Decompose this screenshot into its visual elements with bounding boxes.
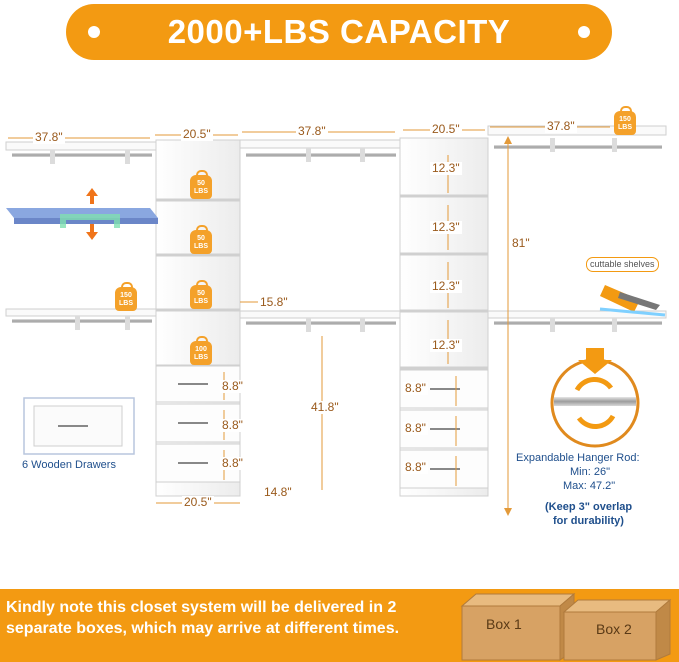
- dim-tower-depth-shelf: 15.8": [258, 295, 290, 309]
- dim-top-left-width: 37.8": [33, 130, 65, 144]
- overlap-note-line1: (Keep 3" overlap: [545, 501, 633, 513]
- weight-badge-tower-shelf-3: 50 LBS: [190, 280, 212, 309]
- dim-drawer-right-2: 8.8": [403, 421, 428, 435]
- weight-value: 50: [197, 290, 205, 297]
- dim-drawer-right-3: 8.8": [403, 460, 428, 474]
- weight-unit: LBS: [194, 188, 208, 195]
- banner-dot-right: [578, 26, 590, 38]
- dim-drawer-right-1: 8.8": [403, 381, 428, 395]
- expandable-rod-icon: [550, 348, 640, 448]
- box-2-label: Box 2: [596, 621, 632, 637]
- tower-right: [399, 137, 489, 497]
- dim-tower2-width: 20.5": [430, 122, 462, 136]
- dim-drawer-left-3: 8.8": [220, 456, 245, 470]
- rod-min: Min: 26": [570, 466, 610, 478]
- weight-unit: LBS: [618, 124, 632, 131]
- shipping-boxes: [460, 592, 672, 661]
- capacity-banner: 2000+LBS CAPACITY: [66, 4, 612, 60]
- dim-tower1-width: 20.5": [181, 127, 213, 141]
- box-1-icon: [460, 592, 576, 661]
- banner-dot-left: [88, 26, 100, 38]
- weight-value: 150: [619, 116, 631, 123]
- weight-badge-tower-shelf-1: 50 LBS: [190, 170, 212, 199]
- closet-illustration: [5, 125, 667, 516]
- delivery-notice: Kindly note this closet system will be d…: [6, 599, 400, 637]
- weight-value: 50: [197, 180, 205, 187]
- dim-bottom-width: 20.5": [182, 495, 214, 509]
- dim-shelf-spacing-2: 12.3": [430, 220, 462, 234]
- dim-bottom-depth: 14.8": [262, 485, 294, 499]
- weight-badge-top-right: 150 LBS: [614, 106, 636, 135]
- dim-shelf-spacing-4: 12.3": [430, 338, 462, 352]
- height-arrow: [504, 136, 512, 516]
- dim-total-height: 81": [510, 236, 532, 250]
- saw-icon: [599, 285, 666, 317]
- weight-badge-tower-shelf-2: 50 LBS: [190, 225, 212, 254]
- weight-unit: LBS: [119, 300, 133, 307]
- weight-badge-left-shelf: 150 LBS: [115, 282, 137, 311]
- dim-shelf-spacing-1: 12.3": [430, 161, 462, 175]
- cuttable-caption: cuttable shelves: [586, 257, 659, 272]
- weight-value: 50: [197, 235, 205, 242]
- weight-unit: LBS: [194, 298, 208, 305]
- rod-max: Max: 47.2": [563, 480, 616, 492]
- overlap-note-line2: for durability): [553, 515, 624, 527]
- middle-shelves: [5, 308, 667, 332]
- pull-out-shelf-illustration: [6, 188, 158, 240]
- dim-rod-height: 41.8": [309, 400, 341, 414]
- weight-value: 150: [120, 292, 132, 299]
- weight-unit: LBS: [194, 354, 208, 361]
- dim-top-right-width: 37.8": [545, 119, 577, 133]
- dim-drawer-left-1: 8.8": [220, 379, 245, 393]
- drawer-inset: [23, 397, 135, 455]
- banner-title: 2000+LBS CAPACITY: [167, 13, 511, 50]
- rod-title: Expandable Hanger Rod:: [516, 452, 640, 464]
- dim-drawer-left-2: 8.8": [220, 418, 245, 432]
- top-hanger-rods: [12, 138, 662, 164]
- weight-unit: LBS: [194, 243, 208, 250]
- box-1-label: Box 1: [486, 616, 522, 632]
- weight-badge-tower-shelf-4: 100 LBS: [190, 336, 212, 365]
- dim-top-middle-width: 37.8": [296, 124, 328, 138]
- dim-shelf-spacing-3: 12.3": [430, 279, 462, 293]
- box-2-icon: [562, 598, 672, 661]
- weight-value: 100: [195, 346, 207, 353]
- drawers-caption: 6 Wooden Drawers: [22, 459, 116, 471]
